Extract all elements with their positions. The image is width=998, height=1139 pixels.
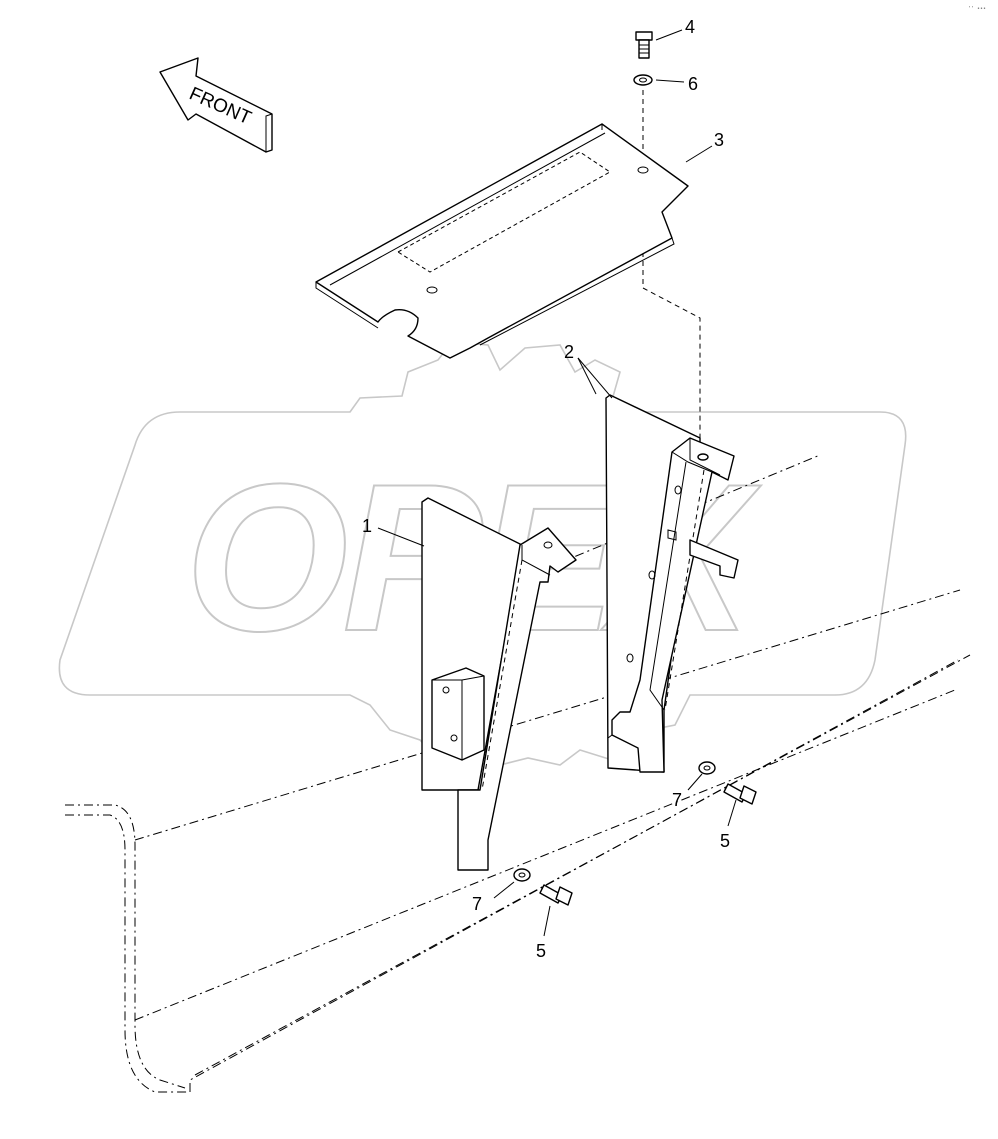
- part-7-washer-right: [698, 761, 716, 775]
- callout-7-right: 7: [672, 790, 682, 810]
- callout-4: 4: [685, 17, 695, 37]
- part-1-bracket: [421, 497, 577, 871]
- callout-2: 2: [564, 342, 574, 362]
- callout-5-left: 5: [536, 941, 546, 961]
- part-5-bolt-left: [539, 884, 573, 906]
- callouts: 4 6 3 2 1 7 5 7 5: [362, 17, 730, 961]
- callout-5-right: 5: [720, 831, 730, 851]
- front-direction-arrow: FRONT: [159, 57, 273, 153]
- callout-3: 3: [714, 130, 724, 150]
- machine-frame: [65, 454, 971, 1093]
- part-7-washer-left: [513, 868, 531, 882]
- callout-1: 1: [362, 516, 372, 536]
- leader-lines: [377, 29, 737, 937]
- callout-6: 6: [688, 74, 698, 94]
- part-4-bolt: [635, 31, 653, 59]
- assembly-centerline: [642, 90, 701, 455]
- callout-7-left: 7: [472, 894, 482, 914]
- part-3-cover-plate: [315, 123, 689, 359]
- part-6-washer: [633, 74, 653, 86]
- part-5-bolt-right: [723, 783, 757, 805]
- corner-mark: ’’ •••: [968, 6, 986, 12]
- part-2-bracket: [605, 394, 739, 773]
